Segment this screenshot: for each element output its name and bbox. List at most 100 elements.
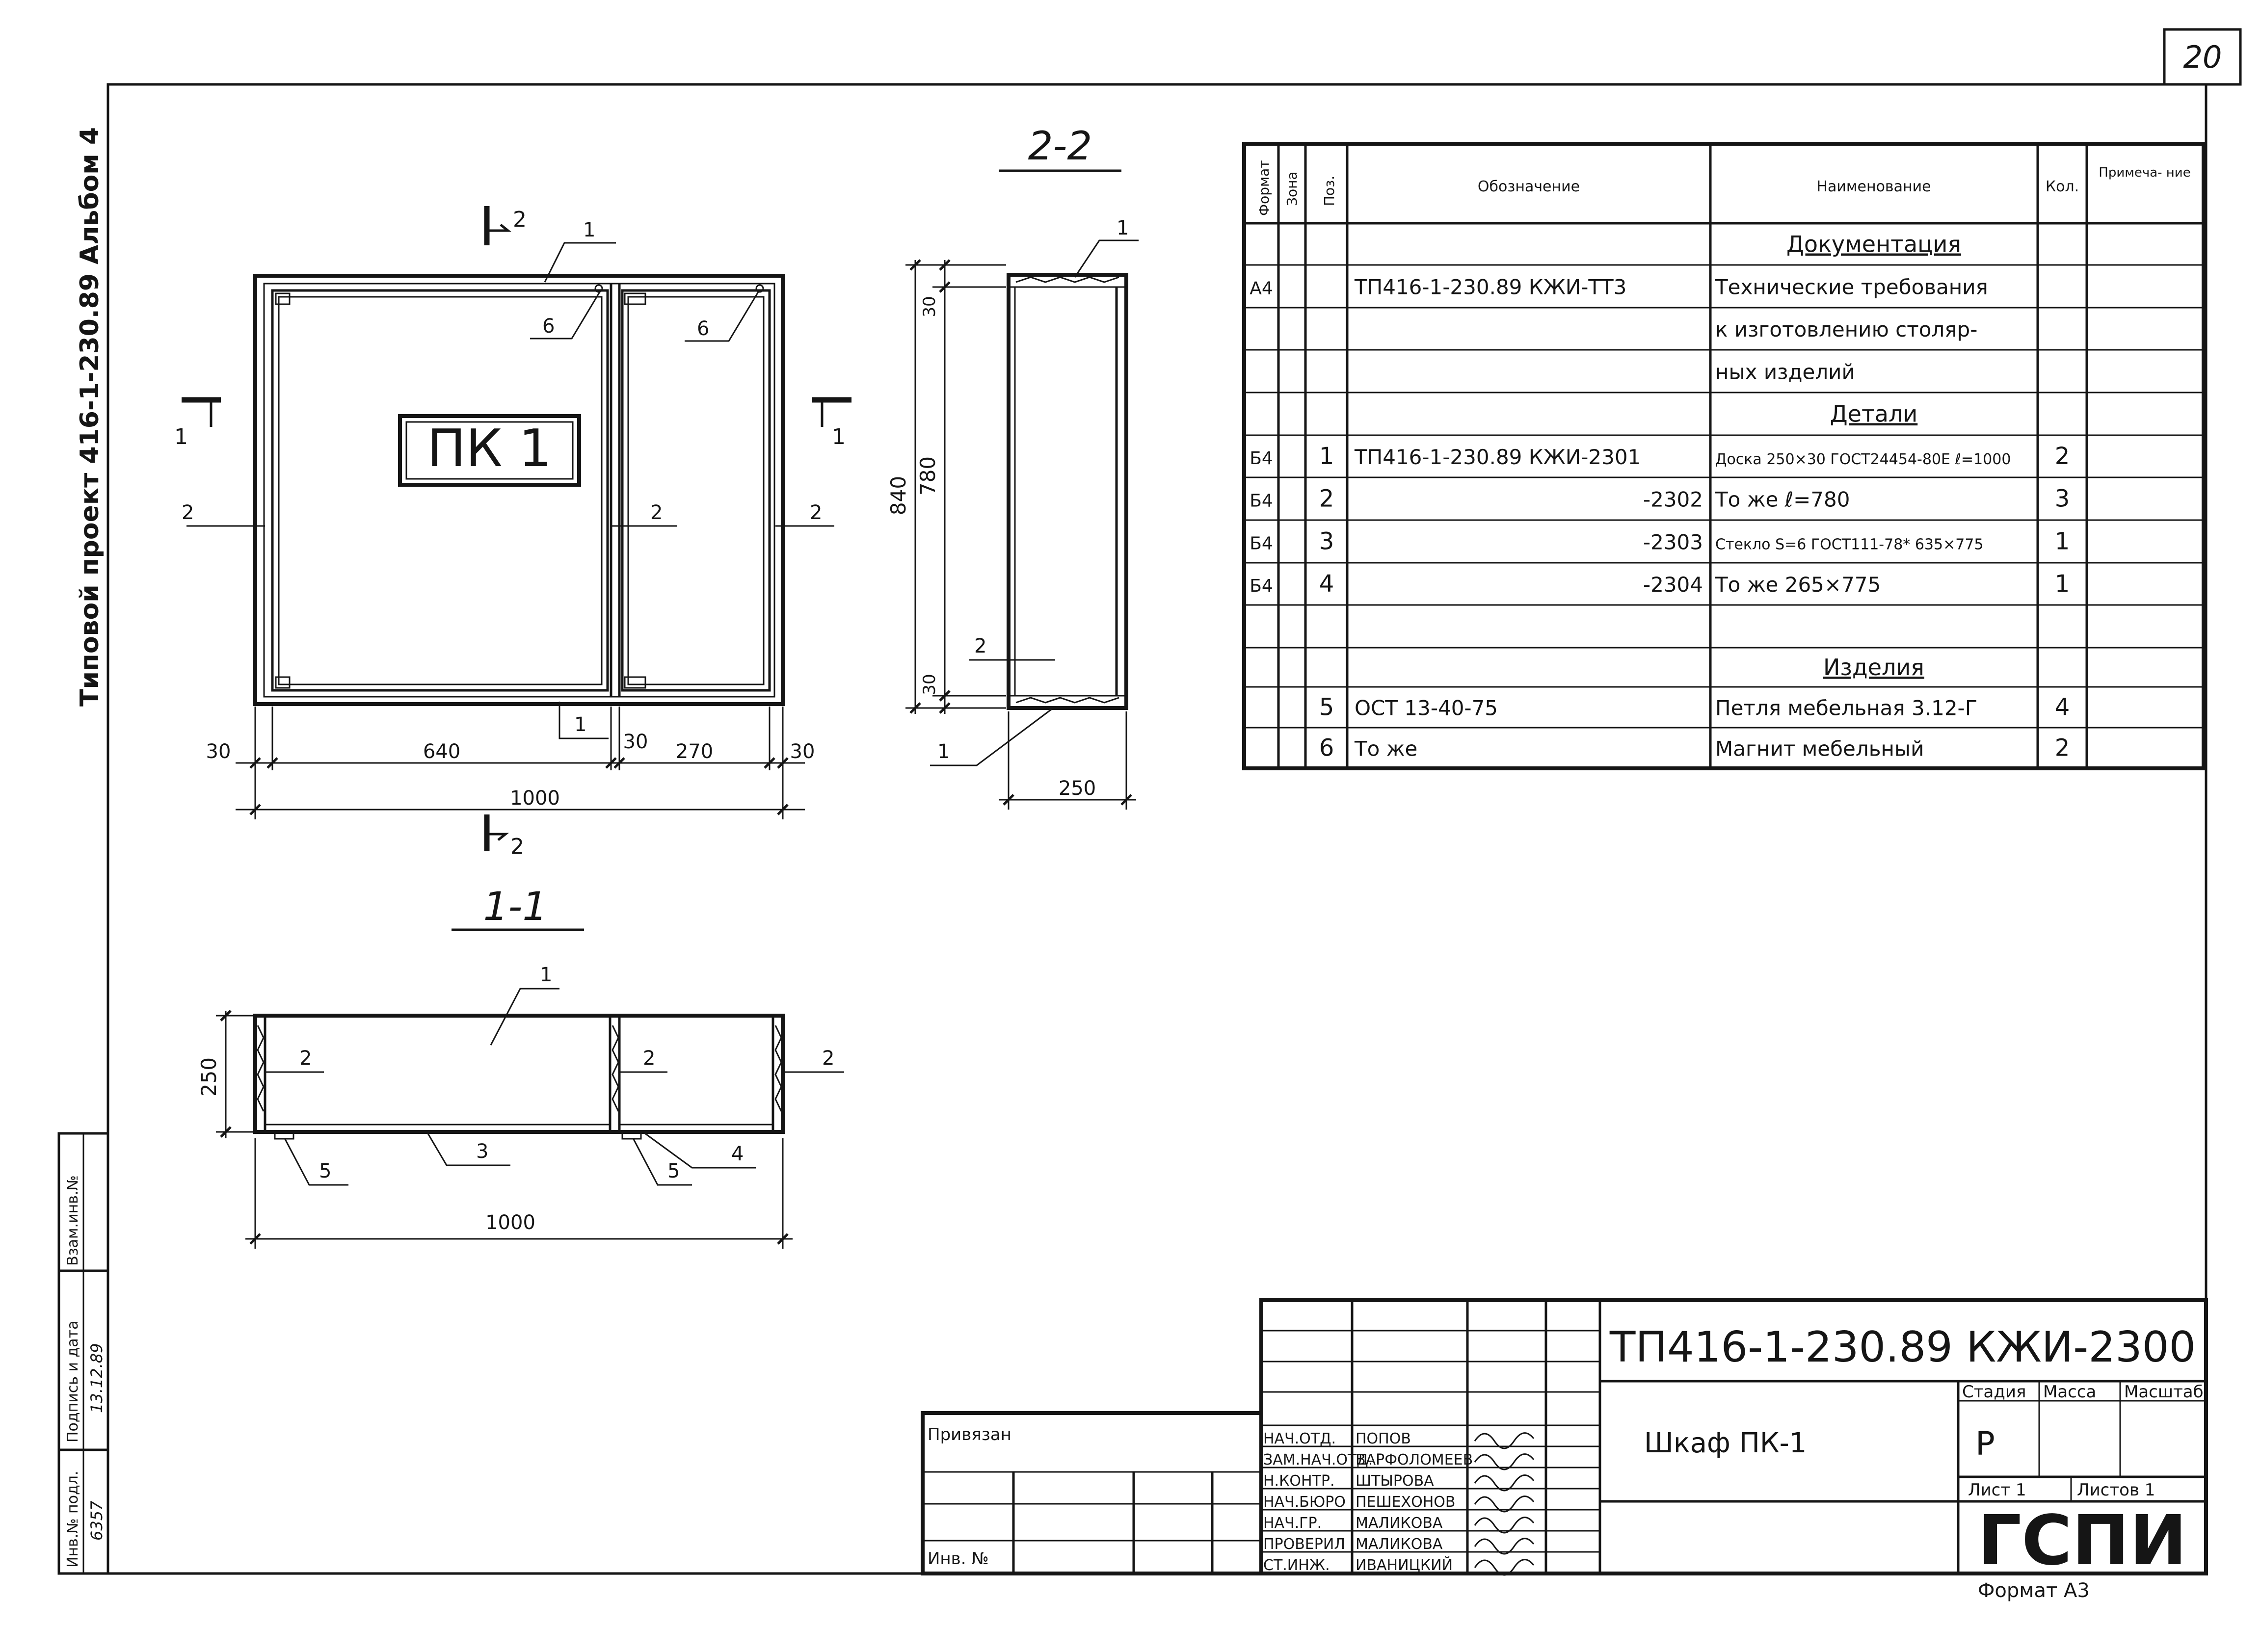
spec-row-quantity: 4 <box>2055 694 2070 721</box>
dim-1-1-1000: 1000 <box>485 1211 535 1234</box>
inv-label: Инв. № <box>928 1549 989 1569</box>
signature-role: СТ.ИНЖ. <box>1263 1557 1330 1574</box>
spec-row-name: Магнит мебельный <box>1715 737 1924 761</box>
spec-row-quantity: 1 <box>2055 570 2070 598</box>
callout-1-1-3: 3 <box>476 1140 488 1163</box>
document-code: ТП416-1-230.89 КЖИ-2300 <box>1609 1323 2196 1372</box>
spec-row-position: 2 <box>1319 485 1334 513</box>
dim-30-top: 30 <box>920 296 939 317</box>
dim-30-bottom: 30 <box>920 674 939 695</box>
col-qty-header: Кол. <box>2046 178 2079 195</box>
callout-1-1-middle: 2 <box>643 1047 655 1070</box>
title-block: ТП416-1-230.89 КЖИ-2300 Шкаф ПК-1 Стадия… <box>1259 1298 2208 1602</box>
callout-bottom-1: 1 <box>574 713 586 736</box>
stage-label: Стадия <box>1962 1382 2026 1402</box>
spec-row-designation: То же <box>1354 737 1417 761</box>
spec-row-position: 3 <box>1319 528 1334 555</box>
callout-right-2: 2 <box>810 501 822 524</box>
callout-hinge-right-6: 6 <box>697 317 709 340</box>
handwritten-signature <box>1474 1474 1535 1492</box>
spec-row-quantity: 1 <box>2055 528 2070 555</box>
spec-row-format: Б4 <box>1250 534 1273 554</box>
callout-1-1-top: 1 <box>540 964 552 986</box>
spec-row-name: То же 265×775 <box>1715 573 1881 597</box>
vzam-label: Взам.инв.№ <box>64 1175 81 1266</box>
cut-mark-2-bottom: 2 <box>510 834 524 859</box>
spec-row-name: Доска 250×30 ГОСТ24454-80Е ℓ=1000 <box>1715 451 2011 468</box>
front-view: ПК 1 2 2 1 1 1 6 6 1 2 2 2 <box>174 206 851 859</box>
spec-row-designation: ОСТ 13-40-75 <box>1355 696 1498 720</box>
spec-row-position: 6 <box>1319 734 1334 762</box>
project-album-label: Типовой проект 416-1-230.89 Альбом 4 <box>75 127 105 707</box>
handwritten-signature <box>1474 1495 1535 1513</box>
podpis-label: Подпись и дата <box>64 1321 81 1443</box>
signature-name: МАЛИКОВА <box>1356 1536 1443 1553</box>
side-stamp: Инв.№ подл. 6357 Подпись и дата 13.12.89… <box>57 1132 109 1575</box>
cut-mark-1-left: 1 <box>174 424 188 449</box>
spec-row-position: 5 <box>1319 694 1334 721</box>
scale-label: Масштаб <box>2124 1382 2204 1402</box>
callout-1-1-5a: 5 <box>319 1160 331 1182</box>
callout-1-1-right: 2 <box>822 1047 834 1070</box>
spec-row-designation: ТП416-1-230.89 КЖИ-ТТ3 <box>1354 275 1626 299</box>
handwritten-signature <box>1474 1517 1535 1534</box>
spec-row-heading: Изделия <box>1823 654 1924 681</box>
section-2-2: 2-2 1 2 1 840 780 30 30 <box>886 123 1139 810</box>
dim-250: 250 <box>1059 777 1096 800</box>
mass-label: Масса <box>2043 1382 2096 1402</box>
podpis-value: 13.12.89 <box>87 1343 106 1414</box>
spec-row-name: к изготовлению столяр- <box>1715 317 1977 341</box>
col-name-header: Наименование <box>1816 178 1931 195</box>
spec-row-heading: Документация <box>1786 231 1961 258</box>
signature-role: Н.КОНТР. <box>1263 1472 1335 1490</box>
spec-row-heading: Детали <box>1830 401 1918 427</box>
signature-rows: НАЧ.ОТД.ПОПОВЗАМ.НАЧ.ОТД.ВАРФОЛОМЕЕВН.КО… <box>1263 1430 1535 1576</box>
signature-name: ПЕШЕХОНОВ <box>1356 1494 1455 1511</box>
spec-row-position: 1 <box>1319 443 1334 470</box>
spec-row-designation: ТП416-1-230.89 КЖИ-2301 <box>1354 445 1641 469</box>
sheet-label: Лист 1 <box>1968 1480 2026 1500</box>
spec-row-designation: -2304 <box>1643 573 1703 597</box>
callout-1-1-left: 2 <box>299 1047 312 1070</box>
signature-name: ШТЫРОВА <box>1356 1472 1434 1490</box>
spec-row-quantity: 3 <box>2055 485 2070 513</box>
dim-840: 840 <box>886 476 910 515</box>
dim-1000: 1000 <box>510 787 560 810</box>
handwritten-signature <box>1474 1453 1535 1470</box>
callout-2-2-mid: 2 <box>974 635 986 657</box>
callout-middle-2: 2 <box>650 501 663 524</box>
privyazan-block: Привязан Инв. № <box>921 1411 1263 1575</box>
col-format-header: Формат <box>1256 160 1272 216</box>
dim-30-mid: 30 <box>623 731 648 753</box>
spec-row-quantity: 2 <box>2055 734 2070 762</box>
inv-podl-label: Инв.№ подл. <box>64 1471 81 1568</box>
stencil-text: ПК 1 <box>427 419 552 478</box>
dim-30-right: 30 <box>790 740 815 763</box>
spec-row-name: Технические требования <box>1715 275 1988 299</box>
dim-270: 270 <box>676 740 713 763</box>
cut-mark-2-top: 2 <box>513 207 527 232</box>
spec-row-format: Б4 <box>1250 576 1273 596</box>
section-1-1: 1-1 1 2 2 2 3 4 5 5 250 <box>197 884 844 1249</box>
signature-role: ПРОВЕРИЛ <box>1263 1536 1345 1553</box>
signature-name: ПОПОВ <box>1356 1430 1411 1447</box>
col-designation-header: Обозначение <box>1478 178 1580 195</box>
dim-30-left: 30 <box>206 740 231 763</box>
sheet-number: 20 <box>2183 39 2222 75</box>
section-1-1-title: 1-1 <box>483 884 548 929</box>
organization: ГСПИ <box>1978 1501 2187 1581</box>
col-note-header: Примеча- ние <box>2099 165 2190 180</box>
section-2-2-title: 2-2 <box>1028 123 1092 169</box>
callout-hinge-left-6: 6 <box>542 315 555 338</box>
privyazan-label: Привязан <box>928 1425 1011 1444</box>
sheets-label: Листов 1 <box>2077 1480 2155 1500</box>
format-label: Формат А3 <box>1978 1579 2090 1602</box>
signature-name: ВАРФОЛОМЕЕВ <box>1356 1451 1473 1468</box>
spec-row-name: ных изделий <box>1715 360 1855 384</box>
stage-value: Р <box>1975 1425 1995 1463</box>
item-name: Шкаф ПК-1 <box>1644 1427 1807 1459</box>
spec-table: Формат Зона Поз. Обозначение Наименовани… <box>1242 142 2206 770</box>
inv-podl-value: 6357 <box>87 1500 106 1541</box>
dim-780: 780 <box>916 456 940 496</box>
side-project-label: Типовой проект 416-1-230.89 Альбом 4 <box>75 127 105 707</box>
